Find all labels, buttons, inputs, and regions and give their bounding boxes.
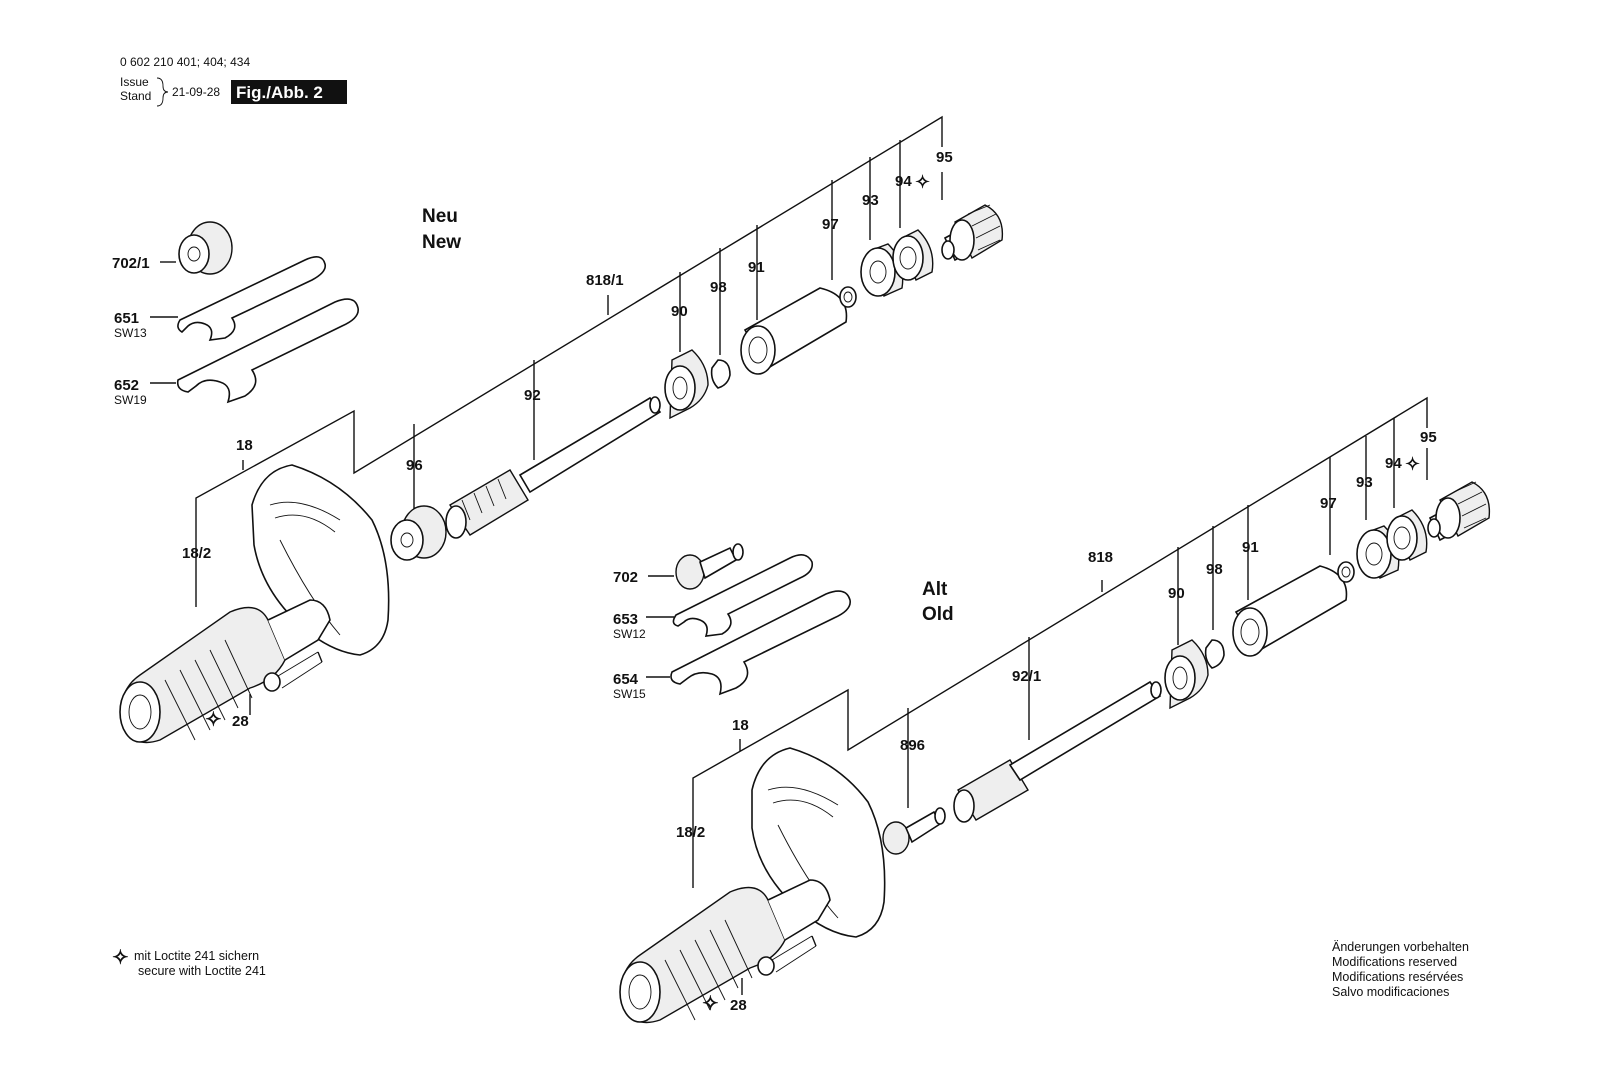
- label-old-97: 97: [1320, 495, 1337, 512]
- label-896: 896: [900, 737, 925, 754]
- label-654-sw: SW15: [613, 687, 646, 701]
- issue-date: 21-09-28: [172, 85, 220, 99]
- loctite-symbol-old-94: ✧: [1405, 454, 1420, 474]
- old-reference-line: [692, 396, 1428, 888]
- footer-note-2: Modifications reserved: [1332, 955, 1457, 969]
- label-91: 91: [748, 259, 765, 276]
- label-97: 97: [822, 216, 839, 233]
- loctite-symbol-old-28: ✧: [702, 993, 719, 1015]
- label-old-28: 28: [730, 997, 747, 1014]
- stand-label: Stand: [120, 89, 151, 103]
- part-95-pinion: [941, 204, 1004, 262]
- label-652: 652: [114, 377, 139, 394]
- label-702: 702: [613, 569, 638, 586]
- label-651-sw: SW13: [114, 326, 147, 340]
- label-old-95: 95: [1420, 429, 1437, 446]
- part-652-wrench: [176, 298, 359, 404]
- part-94-ring: [892, 229, 934, 281]
- label-96: 96: [406, 457, 423, 474]
- part-old-94-ring: [1386, 509, 1428, 561]
- label-old-18-2: 18/2: [676, 824, 705, 841]
- legend-symbol: ✧: [112, 947, 129, 969]
- footer-note-3: Modifications resérvées: [1332, 970, 1463, 984]
- section-old-line1: Alt: [922, 579, 948, 600]
- issue-brace: [156, 77, 169, 107]
- loctite-symbol-94: ✧: [915, 172, 930, 192]
- new-reference-line: [195, 115, 943, 607]
- label-652-sw: SW19: [114, 393, 147, 407]
- label-old-90: 90: [1168, 585, 1185, 602]
- part-numbers: 0 602 210 401; 404; 434: [120, 55, 250, 69]
- header-block: 0 602 210 401; 404; 434 Issue Stand 21-0…: [120, 55, 347, 107]
- footer-notes: Änderungen vorbehalten Modifications res…: [1332, 940, 1469, 999]
- label-94: 94: [895, 173, 912, 190]
- part-98-ring: [710, 359, 731, 389]
- label-18-2: 18/2: [182, 545, 211, 562]
- figure-label: Fig./Abb. 2: [236, 83, 323, 102]
- legend-line-1: mit Loctite 241 sichern: [134, 949, 259, 963]
- part-old-98-ring: [1204, 639, 1225, 669]
- footer-note-1: Änderungen vorbehalten: [1332, 940, 1469, 954]
- figure-badge: [231, 80, 347, 104]
- loctite-legend: ✧ mit Loctite 241 sichern secure with Lo…: [112, 947, 266, 978]
- part-92-spindle: [445, 396, 662, 539]
- label-653-sw: SW12: [613, 627, 646, 641]
- label-18: 18: [236, 437, 253, 454]
- footer-note-4: Salvo modificaciones: [1332, 985, 1449, 999]
- part-97-washer: [839, 286, 857, 308]
- loctite-symbol-28: ✧: [205, 709, 222, 731]
- part-28-screw: [263, 651, 323, 692]
- label-818-1: 818/1: [586, 272, 624, 289]
- label-98: 98: [710, 279, 727, 296]
- part-old-97-washer: [1337, 561, 1355, 583]
- label-654: 654: [613, 671, 639, 688]
- part-18-2-grip: [119, 599, 331, 744]
- label-old-98: 98: [1206, 561, 1223, 578]
- label-old-91: 91: [1242, 539, 1259, 556]
- part-654-wrench: [670, 590, 851, 696]
- label-95: 95: [936, 149, 953, 166]
- label-818: 818: [1088, 549, 1113, 566]
- label-93: 93: [862, 192, 879, 209]
- label-653: 653: [613, 611, 638, 628]
- label-old-18: 18: [732, 717, 749, 734]
- part-702-1-nut: [178, 221, 233, 275]
- section-new-line1: Neu: [422, 206, 458, 227]
- part-653-wrench: [672, 554, 814, 637]
- label-90: 90: [671, 303, 688, 320]
- part-896-collet: [882, 807, 946, 855]
- part-92-1-spindle: [953, 680, 1162, 823]
- part-old-28-screw: [757, 935, 817, 976]
- part-old-18-2-grip: [619, 879, 831, 1024]
- label-old-93: 93: [1356, 474, 1373, 491]
- label-old-94: 94: [1385, 455, 1402, 472]
- label-92-1: 92/1: [1012, 668, 1041, 685]
- label-28: 28: [232, 713, 249, 730]
- part-old-90-bearing: [1164, 639, 1209, 710]
- part-old-91-sleeve: [1232, 565, 1348, 657]
- part-651-wrench: [177, 256, 327, 341]
- part-96-collet-nut: [390, 505, 447, 561]
- issue-label: Issue: [120, 75, 149, 89]
- section-new-line2: New: [422, 232, 461, 253]
- legend-line-2: secure with Loctite 241: [138, 964, 266, 978]
- label-92: 92: [524, 387, 541, 404]
- part-702-collet: [675, 543, 744, 590]
- part-90-bearing: [664, 349, 709, 420]
- old-assembly: Alt Old 702 653 SW12 654 SW15: [613, 396, 1491, 1024]
- label-702-1: 702/1: [112, 255, 150, 272]
- new-assembly: Neu New 702/1 651 SW13 652 SW19: [112, 115, 1004, 744]
- section-old-line2: Old: [922, 604, 954, 625]
- label-651: 651: [114, 310, 139, 327]
- part-old-95-pinion: [1427, 481, 1491, 542]
